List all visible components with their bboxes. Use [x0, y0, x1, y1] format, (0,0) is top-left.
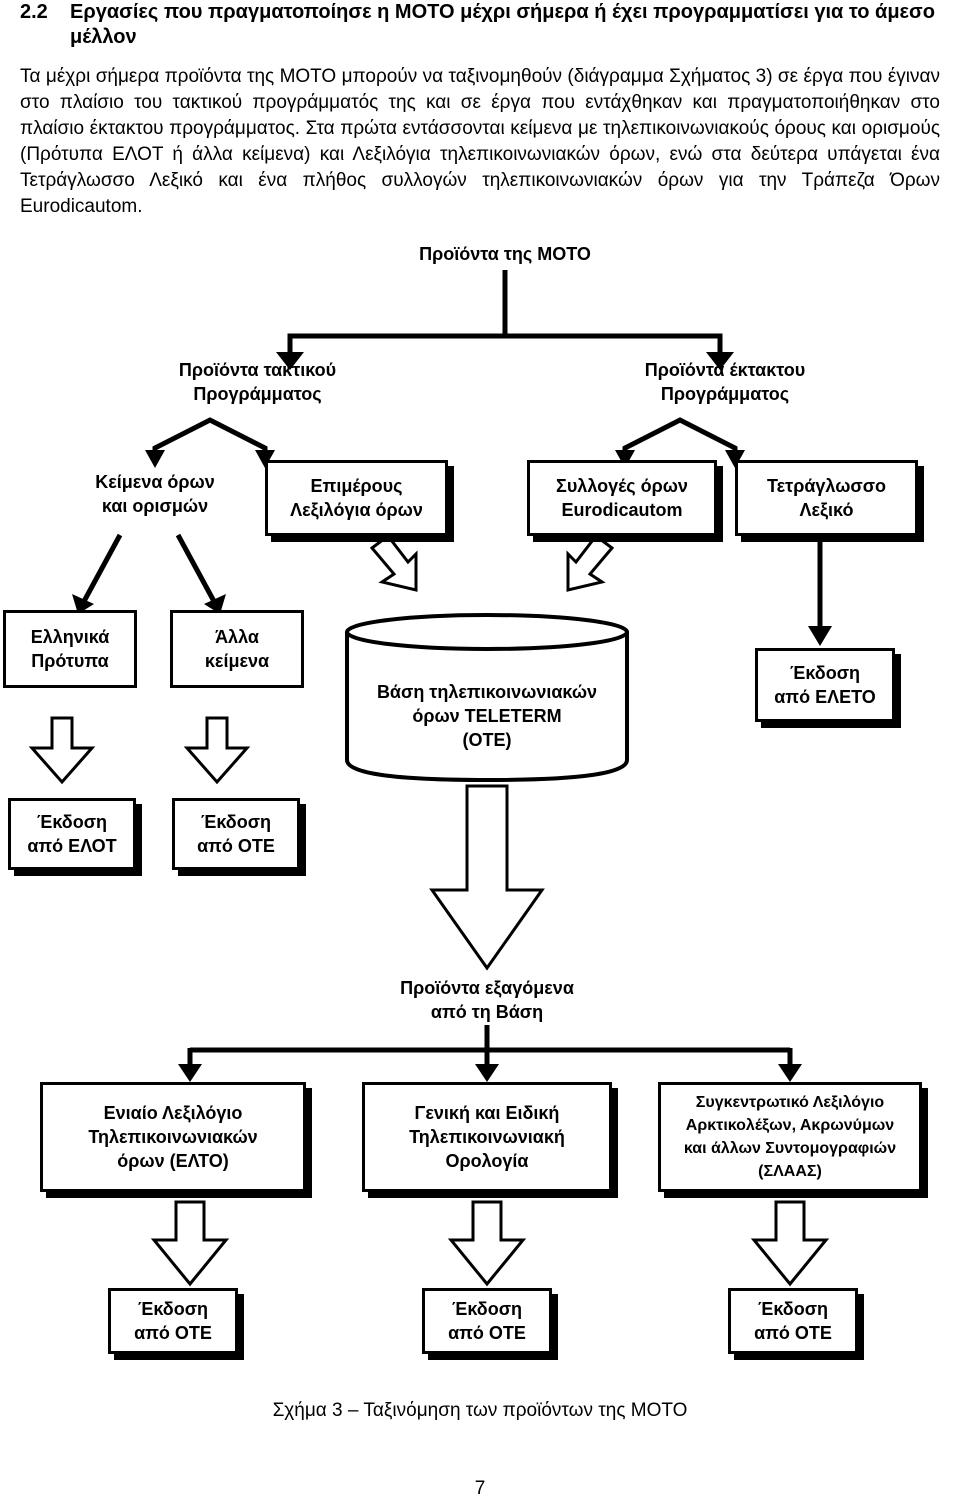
ote-publication-box-4: Έκδοση από ΟΤΕ	[728, 1288, 858, 1354]
elto-box: Ενιαίο Λεξιλόγιο Τηλεπικοινωνιακών όρων …	[40, 1082, 306, 1192]
regular-fork	[152, 417, 268, 462]
extra-fork	[622, 417, 738, 462]
hollow-down-arrow-3	[150, 1200, 230, 1287]
hollow-arrow-left	[369, 533, 418, 592]
big-hollow-down-arrow	[429, 784, 545, 971]
page-number: 7	[474, 1478, 486, 1499]
extraordinary-program-label: Προϊόντα έκτακτου Προγράμματος	[644, 360, 806, 404]
eleto-publication-box: Έκδοση από ΕΛΕΤΟ	[755, 648, 895, 722]
hollow-down-arrow-5	[750, 1200, 830, 1287]
section-title: Εργασίες που πραγματοποίησε η ΜΟΤΟ μέχρι…	[70, 1, 935, 48]
greek-standards-box: Ελληνικά Πρότυπα	[3, 610, 137, 688]
other-texts-box: Άλλα κείμενα	[170, 610, 304, 688]
hollow-down-arrow-4	[447, 1200, 527, 1287]
slaas-box: Συγκεντρωτικό Λεξιλόγιο Αρκτικολέξων, Ακ…	[658, 1082, 922, 1192]
elot-publication-box: Έκδοση από ΕΛΟΤ	[8, 798, 136, 870]
hollow-down-arrow-2	[183, 716, 251, 785]
regular-program-label: Προϊόντα τακτικού Προγράμματος	[178, 360, 337, 404]
database-label: Βάση τηλεπικοινωνιακών όρων TELETERM (ΟΤ…	[376, 682, 598, 750]
four-language-dictionary-box: Τετράγλωσσο Λεξικό	[735, 460, 918, 536]
extracted-products-label: Προϊόντα εξαγόμενα από τη Βάση	[400, 978, 574, 1022]
partial-glossaries-box: Επιμέρους Λεξιλόγια όρων	[265, 460, 448, 536]
section-number: 2.2	[20, 1, 48, 23]
hollow-down-arrow-1	[28, 716, 96, 785]
root-label: Προϊόντα της ΜΟΤΟ	[419, 244, 591, 264]
hollow-arrow-right	[566, 533, 615, 592]
database-cylinder	[345, 613, 629, 783]
ote-publication-box-1: Έκδοση από ΟΤΕ	[172, 798, 300, 870]
eurodicautom-box: Συλλογές όρων Eurodicautom	[527, 460, 717, 536]
figure-caption: Σχήμα 3 – Ταξινόμηση των προϊόντων της Μ…	[272, 1400, 688, 1421]
general-special-terminology-box: Γενική και Ειδική Τηλεπικοινωνιακή Ορολο…	[362, 1082, 612, 1192]
intro-paragraph: Τα μέχρι σήμερα προϊόντα της ΜΟΤΟ μπορού…	[20, 66, 940, 217]
terms-texts-label: Κείμενα όρων και ορισμών	[95, 472, 215, 516]
ote-publication-box-3: Έκδοση από ΟΤΕ	[422, 1288, 552, 1354]
ote-publication-box-2: Έκδοση από ΟΤΕ	[108, 1288, 238, 1354]
